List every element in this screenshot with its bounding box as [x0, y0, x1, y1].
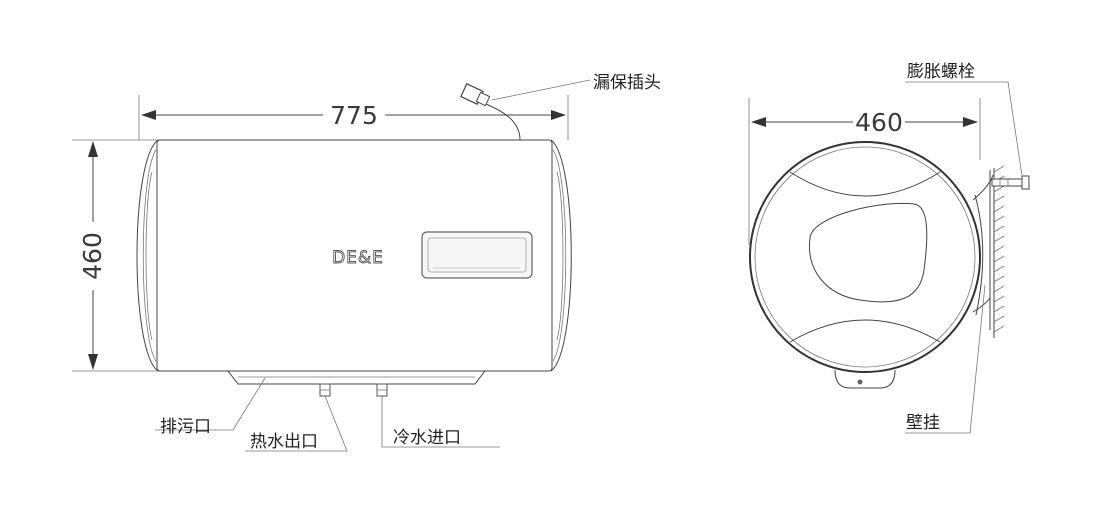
wall-hatch — [993, 165, 1005, 338]
drain-outlet-leader — [155, 377, 266, 431]
hot-water-outlet-label: 热水出口 — [250, 432, 318, 452]
leakage-plug-leader — [491, 79, 591, 101]
front-view: 775 460 DE&E — [72, 73, 661, 452]
width-dimension-line — [141, 110, 566, 120]
height-dimension-line — [88, 141, 98, 370]
expansion-bolt-leader — [905, 81, 1023, 177]
left-end-cap — [136, 139, 159, 372]
top-arc-band — [789, 171, 941, 197]
side-width-dimension-value: 460 — [855, 108, 903, 137]
wall-mount-leader — [905, 284, 986, 434]
expansion-bolt — [991, 175, 1030, 190]
display-panel — [421, 231, 533, 279]
cold-water-leader — [381, 396, 500, 448]
cold-water-inlet-label: 冷水进口 — [393, 428, 461, 448]
side-width-dimension-line — [751, 117, 978, 127]
bottom-base — [227, 370, 486, 385]
side-panel — [809, 202, 928, 303]
brand-logo: DE&E — [332, 248, 384, 268]
width-dimension-value: 775 — [330, 101, 378, 130]
height-dimension-value: 460 — [78, 232, 107, 280]
tank-side-outer — [749, 141, 981, 373]
wall-mount-label: 壁挂 — [906, 413, 940, 433]
tank-body — [156, 139, 553, 372]
hot-water-leader — [245, 395, 348, 452]
expansion-bolt-label: 膨胀螺栓 — [907, 62, 975, 82]
tank-side-inner — [754, 146, 976, 368]
cold-water-pipe — [376, 383, 388, 397]
side-view: 460 — [748, 62, 1030, 434]
right-end-cap — [550, 139, 572, 372]
leakage-plug-label: 漏保插头 — [593, 73, 661, 93]
drain-outlet-label: 排污口 — [160, 417, 211, 437]
hot-water-pipe — [319, 383, 331, 397]
leakage-plug — [460, 83, 521, 141]
bottom-arc-band — [789, 319, 941, 343]
side-bottom-foot — [834, 369, 896, 389]
